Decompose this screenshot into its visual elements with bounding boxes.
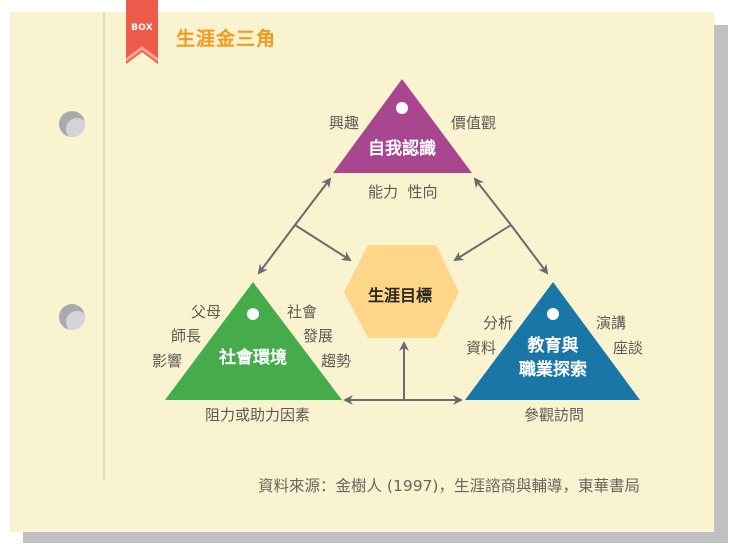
source-citation: 資料來源：金樹人 (1997)，生涯諮商與輔導，東華書局: [258, 477, 640, 495]
right-right-label-1: 演講: [596, 314, 627, 332]
top-left-label: 興趣: [329, 114, 360, 132]
left-left-label-1: 父母: [191, 303, 222, 321]
right-left-label-1: 分析: [483, 314, 514, 332]
top-triangle-dot-icon: [396, 102, 408, 114]
right-triangle-shape: [465, 282, 640, 400]
left-right-label-2: 發展: [303, 327, 334, 345]
left-triangle-label: 社會環境: [219, 348, 287, 368]
right-double-arrow: [473, 177, 512, 226]
right-bottom-label: 參觀訪問: [524, 406, 585, 424]
left-double-arrow: [294, 177, 332, 226]
top-bottom-label: 能力 性向: [368, 183, 438, 201]
right-right-label-2: 座談: [613, 339, 644, 357]
center-goal-label: 生涯目標: [368, 286, 433, 305]
left-right-label-3: 趨勢: [321, 352, 352, 370]
binder-hole-bottom-icon: [59, 304, 85, 330]
left-branch-arrow: [294, 224, 352, 262]
right-branch-arrow: [453, 224, 512, 262]
center-hexagon-shape: [344, 245, 459, 338]
right-triangle-dot-icon: [547, 308, 559, 320]
right-left-label-2: 資料: [466, 339, 497, 357]
top-triangle-shape: [333, 79, 472, 173]
binder-hole-top-icon: [59, 111, 85, 137]
left-triangle-shape: [165, 282, 342, 400]
box-badge: BOX: [131, 23, 153, 33]
top-triangle-label: 自我認識: [368, 139, 436, 159]
top-right-label: 價值觀: [451, 114, 497, 132]
left-right-label-1: 社會: [287, 303, 318, 321]
right-triangle-label-line2: 職業探索: [519, 360, 587, 380]
box-title: 生涯金三角: [176, 28, 277, 50]
left-bottom-label: 阻力或助力因素: [205, 406, 311, 424]
right-triangle-label-line1: 教育與: [527, 336, 579, 356]
bookmark-ribbon-icon: [126, 0, 158, 64]
margin-line: [103, 12, 105, 480]
left-left-label-3: 影響: [152, 352, 183, 370]
left-left-label-2: 師長: [171, 327, 202, 345]
left-triangle-dot-icon: [247, 308, 259, 320]
